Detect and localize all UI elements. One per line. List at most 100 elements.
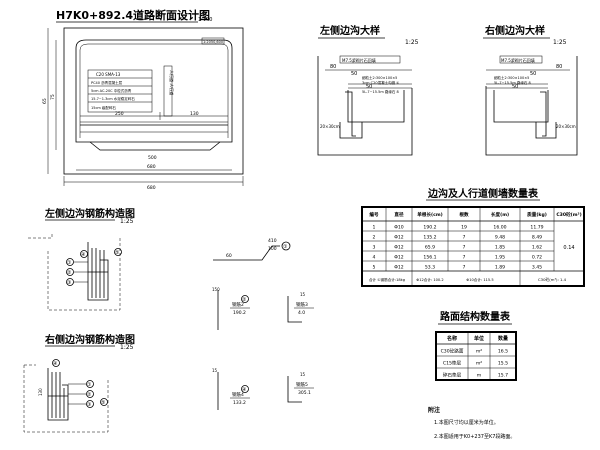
left-ditch-dim-3: 50 [366, 84, 372, 90]
dim-left-2: 75 [50, 94, 56, 100]
quantity-footer-2: Φ12合计: 100.2 [416, 277, 443, 282]
quantity-table-cell: 7 [463, 235, 466, 241]
main-side-label: 人行道 人行道 [169, 70, 175, 95]
right-ditch-dim-2: 50 [530, 71, 536, 77]
right-rebar-title: 右侧边沟钢筋构造图 [44, 333, 135, 346]
pavement-table-cell: 15.5 [498, 361, 508, 367]
quantity-header-cell: 直径 [394, 211, 404, 218]
right-ditch-note-1: M7.5浆砌片石回填 [501, 57, 535, 63]
right-rebar-side-dim: 130 [38, 388, 43, 396]
quantity-table-cell: 8.49 [532, 235, 542, 241]
right-rebar-marker-4: ④ [53, 361, 58, 367]
bar-sketch-5: 15 钢筋5 305.1 [287, 372, 314, 403]
left-rebar-marker-3: ③ [67, 280, 71, 286]
dim-left-1: 65 [42, 98, 48, 104]
left-rebar-marker-1: ① [67, 260, 72, 266]
left-ditch-scale: 1:25 [405, 39, 419, 46]
bar5-value: 305.1 [298, 390, 311, 396]
right-ditch-title: 右侧边沟大样 [484, 24, 545, 37]
right-rebar-marker-2: ② [87, 392, 92, 398]
left-ditch-detail: 左侧边沟大样 1:25 80 50 50 M7.5浆砌片石回填 细粒土2:300… [317, 24, 419, 156]
quantity-header-cell: 质量(kg) [527, 211, 547, 218]
dim-inner-left: 250 [115, 111, 124, 117]
legend-item-2: PC40 沥青混凝土层 [91, 80, 123, 85]
right-ditch-dim-3: 80 [556, 64, 562, 70]
quantity-table-cell: 5 [373, 265, 376, 271]
quantity-header-cell: C30砼(m³) [556, 211, 581, 218]
quantity-table-cell: 2 [373, 235, 376, 241]
left-ditch-note-4: 5L-7~15.5m 路缘石 8 [362, 89, 399, 94]
pavement-table-cell: 碎石垫层 [443, 372, 462, 379]
quantity-table: 边沟及人行道侧墙数量表 [361, 187, 585, 287]
quantity-table-cell: Φ12 [394, 255, 404, 261]
quantity-table-cell: 190.2 [423, 225, 436, 231]
quantity-footer-4: C30砼(m³): 1.4 [538, 277, 567, 282]
main-tag-top-right: 1:2050,600 [203, 40, 223, 44]
quantity-table-cell: Φ12 [394, 265, 404, 271]
pavement-table: 路面结构数量表 [435, 310, 517, 381]
right-rebar-marker-5: ⑤ [101, 400, 105, 406]
notes: 附注 1.本图尺寸均以厘米为单位。 2.本图适用于K0+237至K7段路面。 [428, 406, 515, 440]
quantity-header-cell: 单根长(cm) [417, 211, 443, 218]
pavement-table-cell: m [477, 374, 482, 379]
bar2-label: 钢筋2 [232, 301, 244, 308]
quantity-table-cell: 0.72 [532, 255, 542, 261]
bar2-value: 190.2 [233, 310, 246, 316]
main-section: H7K0+892.4道路断面设计图 1:100 1:2050,600 C20 S… [42, 8, 244, 191]
pavement-header-cell: 单位 [474, 335, 484, 342]
quantity-table-cell: Φ12 [394, 235, 404, 241]
left-ditch-dim-1: 80 [330, 64, 336, 70]
dim-inner-bottom: 500 [148, 155, 157, 161]
quantity-table-cell: 156.1 [423, 255, 436, 261]
pavement-header-cell: 数量 [498, 335, 508, 342]
bar5-size: 15 [300, 372, 306, 377]
bar4-size: 15 [212, 368, 218, 373]
quantity-table-cell: Φ12 [394, 245, 404, 251]
main-section-scale: 1:100 [198, 17, 212, 23]
right-ditch-detail: 右侧边沟大样 1:25 50 50 80 M7.5浆砌片石回填 细粒土2:300… [483, 24, 578, 156]
bar4-value: 133.2 [233, 400, 246, 406]
legend-item-3: 5cm AC-20C 中粒式沥青 [91, 88, 132, 93]
bar1-len-b: 100 [268, 246, 277, 252]
quantity-table-cell: 19 [461, 225, 467, 231]
main-section-title: H7K0+892.4道路断面设计图 [56, 8, 210, 22]
legend-item-4: 15.7~1.3cm 水泥稳定碎石 [91, 96, 135, 101]
bar4-marker: ④ [242, 387, 247, 393]
quantity-table-cell: 1 [373, 225, 376, 231]
quantity-table-cell: 4 [373, 255, 376, 261]
right-ditch-scale: 1:25 [553, 39, 567, 46]
left-ditch-title: 左侧边沟大样 [319, 24, 380, 37]
quantity-table-cell: 1.95 [495, 255, 505, 261]
left-rebar-marker-5: ⑤ [115, 250, 119, 256]
bar3-label: 钢筋3 [296, 301, 308, 308]
right-rebar-marker-3: ③ [87, 402, 91, 408]
bar3-value: 4.0 [298, 310, 305, 316]
right-rebar-scale: 1:25 [120, 344, 134, 351]
pavement-table-cell: C15垫层 [443, 360, 462, 367]
bar2-marker: ② [242, 297, 247, 303]
bar-sketch-3: 15 钢筋3 4.0 [287, 292, 314, 323]
quantity-table-cell: 53.3 [425, 265, 435, 271]
dim-inner-right: 130 [190, 111, 199, 117]
bar1-len-a: 410 [268, 238, 277, 244]
right-ditch-note-2: 细粒土2:300×100×5 [494, 75, 529, 80]
bar5-label: 钢筋5 [296, 381, 308, 388]
quantity-table-cell: 11.79 [530, 225, 543, 231]
left-rebar-marker-2: ② [67, 270, 72, 276]
pavement-table-title: 路面结构数量表 [440, 310, 511, 323]
pavement-table-cell: m² [476, 350, 482, 355]
notes-item-2: 2.本图适用于K0+237至K7段路面。 [434, 433, 515, 440]
left-rebar-scale: 1:25 [120, 218, 134, 225]
legend-item-1: C20 SMA-13 [96, 72, 121, 77]
bar2-size: 150 [212, 287, 220, 292]
dim-outer-bottom-2: 680 [147, 164, 156, 170]
quantity-table-cell: 3 [373, 245, 376, 251]
legend-item-5: 15cm 级配碎石 [91, 105, 116, 110]
quantity-table-cell: 1.62 [532, 245, 542, 251]
pavement-table-cell: 15.7 [498, 373, 508, 379]
bar-sketch-2: 150 钢筋2 190.2 ② [212, 287, 250, 330]
pavement-table-cell: C30砼路面 [441, 348, 464, 355]
right-ditch-note-3: 5L-7~15.5m 路缘石 8 [494, 80, 531, 85]
